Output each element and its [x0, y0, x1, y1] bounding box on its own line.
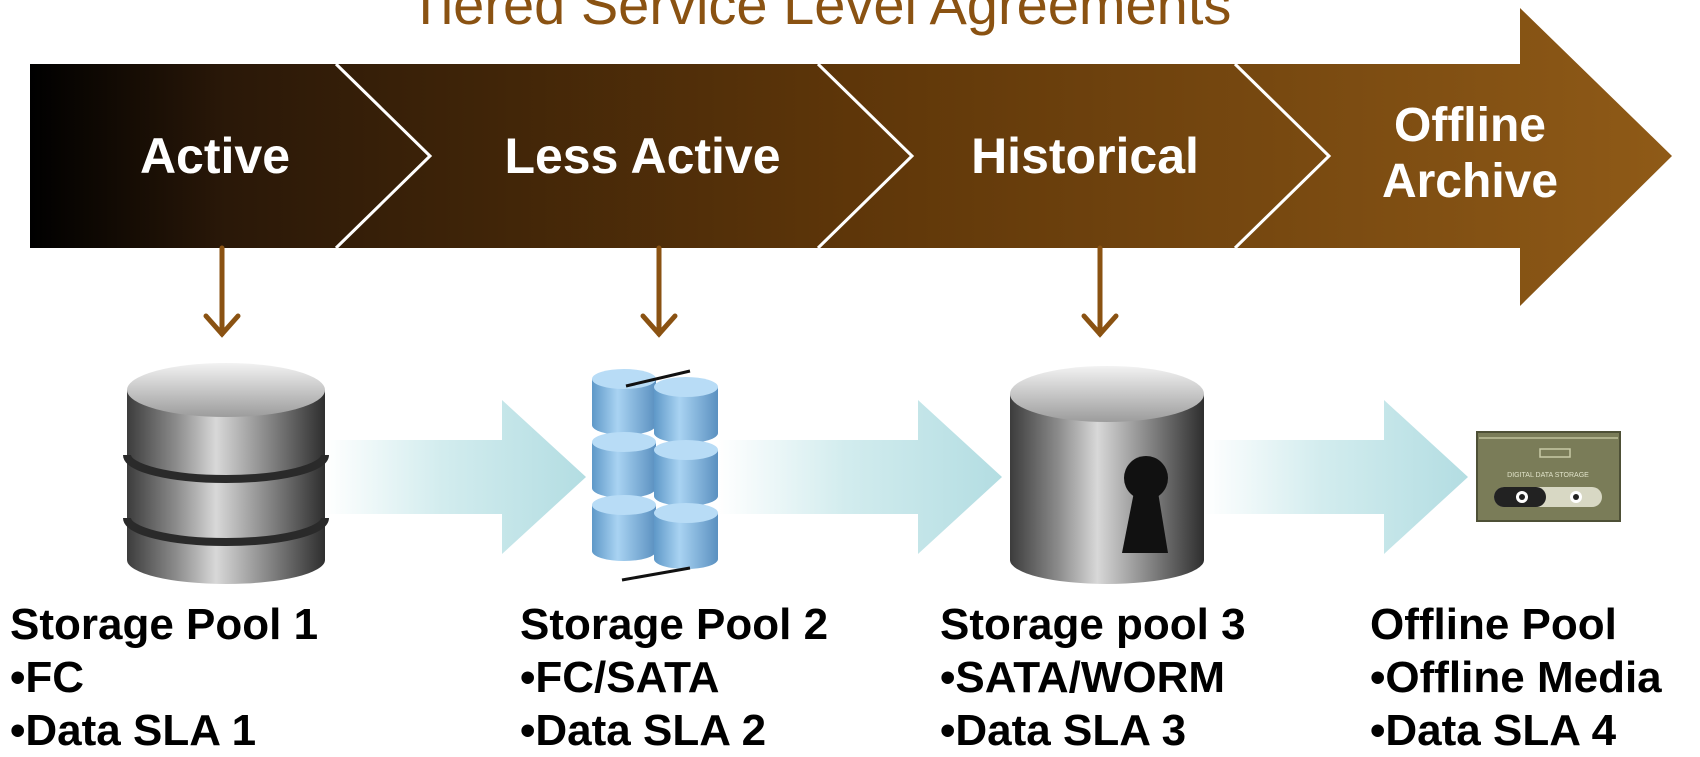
tier-label-historical: Historical: [971, 128, 1199, 184]
pool-name: Storage Pool 2: [520, 600, 829, 649]
disk-cylinder-top: [592, 495, 656, 515]
pool-sla: •Data SLA 4: [1370, 706, 1617, 755]
tier-separator: [334, 62, 433, 250]
pool-name: Storage Pool 1: [10, 600, 319, 649]
pool-media: •FC/SATA: [520, 653, 720, 702]
flow-arrow: [718, 400, 1002, 554]
pool-sla: •Data SLA 2: [520, 706, 767, 755]
tier-separator: [1233, 62, 1332, 250]
array-bracket: [621, 566, 691, 582]
pool-sla: •Data SLA 1: [10, 706, 257, 755]
pool-media: •FC: [10, 653, 85, 702]
disk-cylinder: [654, 387, 718, 443]
pool-description: Storage Pool 2 •FC/SATA •Data SLA 2: [520, 598, 828, 757]
tier-separator: [816, 62, 915, 250]
diagram-title: Tiered Service Level Agreements: [408, 0, 1232, 36]
down-arrow-icon: [640, 245, 678, 338]
pool-description: Storage Pool 1 •FC •Data SLA 1: [10, 598, 318, 757]
keyhole-icon: [1122, 456, 1168, 553]
disk-cylinder-top: [654, 377, 718, 397]
tape-label: DIGITAL DATA STORAGE: [1507, 472, 1589, 479]
disk-cylinder: [654, 450, 718, 506]
locked-database-icon: [1010, 366, 1204, 584]
pool-name: Storage pool 3: [940, 600, 1246, 649]
pool-sla: •Data SLA 3: [940, 706, 1187, 755]
pool-description: Storage pool 3 •SATA/WORM •Data SLA 3: [940, 598, 1246, 757]
pool-description: Offline Pool •Offline Media •Data SLA 4: [1370, 598, 1662, 757]
tape-cartridge-icon: DIGITAL DATA STORAGE: [1476, 431, 1621, 522]
database-icon: [123, 363, 329, 584]
tier-arrow-band: [30, 8, 1672, 306]
disk-cylinder: [592, 442, 656, 498]
disk-cylinder-top: [592, 432, 656, 452]
disk-cylinder: [592, 379, 656, 435]
disk-cylinder-top: [654, 503, 718, 523]
disk-cylinder: [654, 513, 718, 569]
tier-label-less-active: Less Active: [504, 128, 781, 184]
disk-cylinder-top: [592, 369, 656, 389]
flow-arrow: [1204, 400, 1468, 554]
flow-arrow: [325, 400, 586, 554]
disk-cylinder-top: [654, 440, 718, 460]
down-arrow-icon: [1081, 245, 1119, 338]
tier-label-active: Active: [139, 128, 291, 184]
pool-media: •Offline Media: [1370, 653, 1662, 702]
disk-cylinder: [592, 505, 656, 561]
disk-array-icon: [592, 369, 718, 582]
pool-name: Offline Pool: [1370, 600, 1617, 649]
tier-label-offline-archive: Offline Archive: [1381, 99, 1559, 208]
pool-media: •SATA/WORM: [940, 653, 1226, 702]
array-bracket: [625, 369, 691, 388]
down-arrow-icon: [203, 245, 241, 338]
